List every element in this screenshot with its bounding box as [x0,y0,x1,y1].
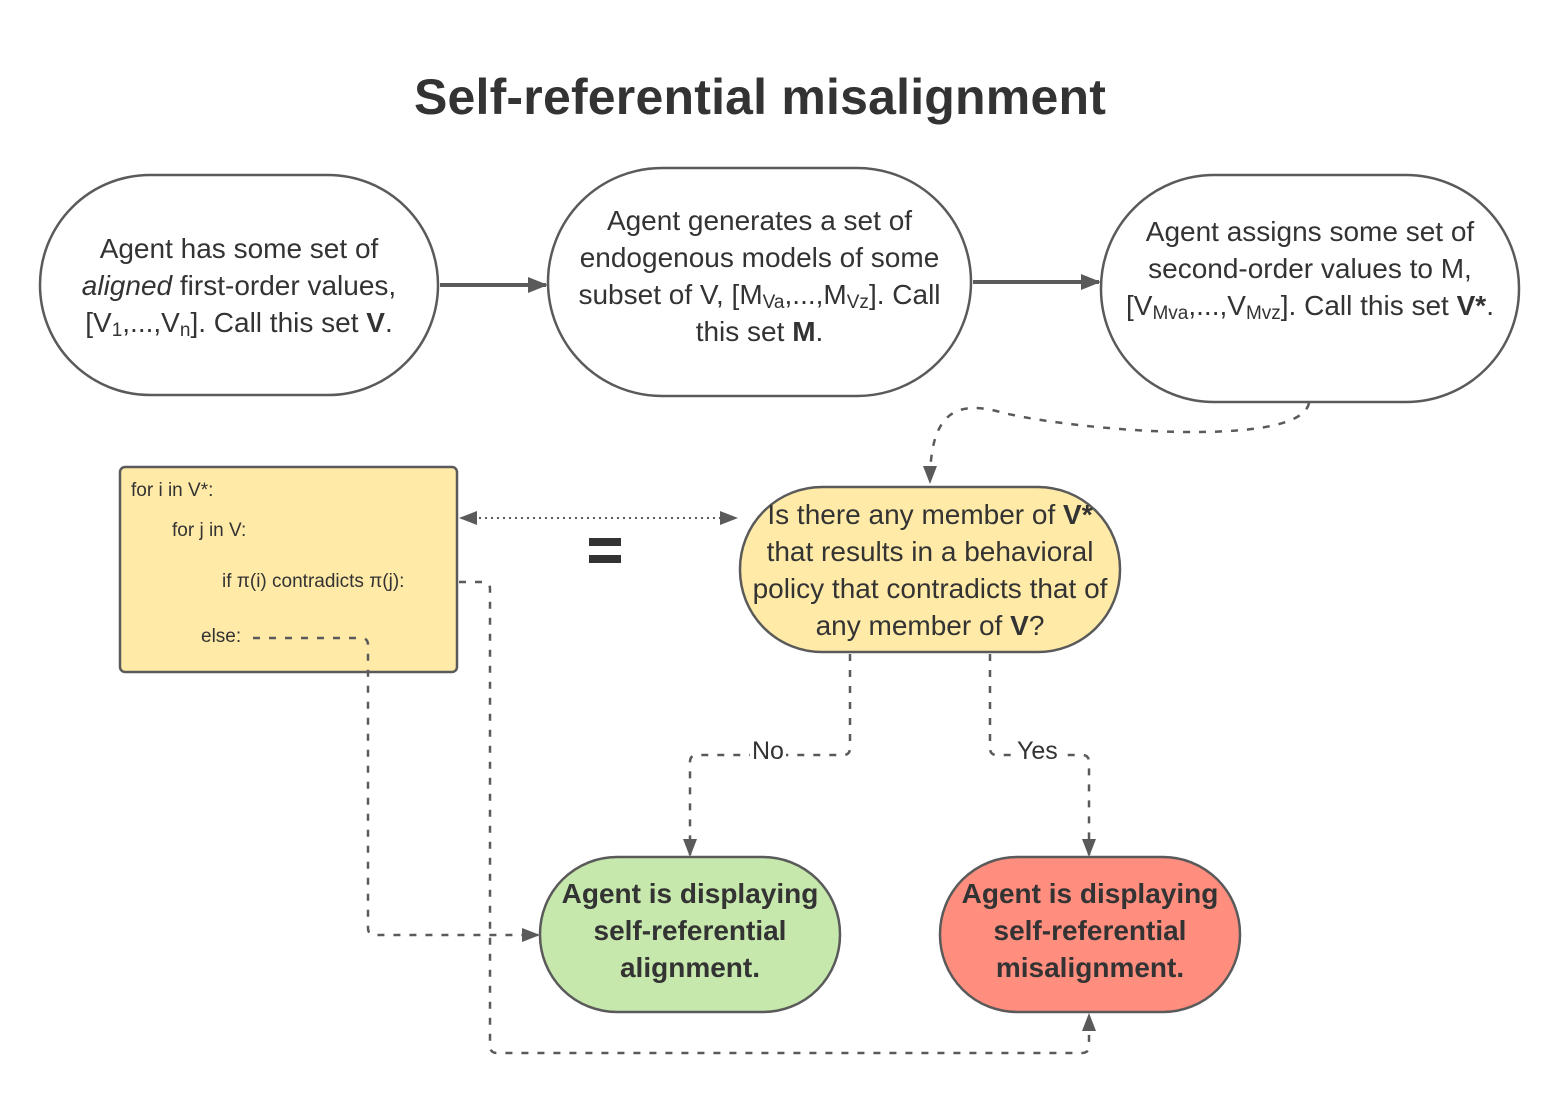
node-question-line2: that results in a behavioral [766,535,1094,567]
punct: . [1486,290,1494,321]
node-second-order-line3-post: ]. Call this set [1280,290,1457,321]
node-question-line4: any member of [815,609,1011,641]
node-misaligned-line1: Agent is displaying [961,878,1219,909]
node-outcome-misaligned: Agent is displaying self-referential mis… [940,857,1240,1012]
node-first-order-line2: first-order values, [172,269,397,301]
node-aligned-shape [538,855,842,1014]
set-name-v: V [1010,609,1029,641]
node-first-order-line3-post: ]. Call this set [190,306,367,338]
node-models-line3-post: ]. Call [868,279,941,310]
set-name-v-star: V* [1063,498,1093,530]
edge-label-yes: Yes [1015,737,1060,766]
node-first-order-shape [38,173,440,397]
node-misaligned-line3: misalignment. [995,952,1185,983]
set-name-v-star: V* [1456,290,1487,321]
node-first-order-line1: Agent has some set of [99,232,379,264]
node-aligned-line3: alignment. [619,952,760,983]
connector-second-to-question [923,402,1311,484]
equivalence-symbol [589,538,623,566]
code-line-outer-loop: for i in V*: [131,480,214,501]
subscript: 1 [111,319,123,341]
node-decision-question: Is there any member of V* that results i… [740,487,1120,652]
punct: ? [1028,609,1045,641]
code-block-shape [118,465,459,674]
code-line-inner-loop: for j in V: [172,520,247,541]
node-models-line1: Agent generates a set of [606,205,913,236]
node-first-order-values: Agent has some set of aligned first-orde… [40,175,438,395]
connector-if-to-misaligned [459,580,1096,1055]
subscript: Mvz [1245,303,1281,324]
diagram-title: Self-referential misalignment [413,69,1107,125]
node-endogenous-models: Agent generates a set of endogenous mode… [548,168,971,396]
node-aligned-line2: self-referential [593,915,787,946]
set-name-v: V [366,306,385,338]
node-models-line3-pre: subset of V, [M [578,279,763,310]
connector-else-to-aligned [253,636,540,942]
subscript: Va [762,292,785,313]
subscript: n [179,319,191,341]
node-misaligned-line2: self-referential [993,915,1187,946]
node-second-order-line3-mid: ,...,V [1188,290,1246,321]
code-line-if: if π(i) contradicts π(j): [222,571,405,592]
punct: . [384,306,393,338]
subscript: Vz [846,292,869,313]
node-question-shape [738,485,1122,654]
node-misaligned-shape [938,855,1242,1014]
node-second-order-line2: second-order values to M, [1148,253,1472,284]
node-second-order-line3-pre: [V [1126,290,1153,321]
node-question-line3: policy that contradicts that of [752,572,1108,604]
node-first-order-italic: aligned [81,269,173,301]
node-question-line1: Is there any member of [767,498,1064,530]
node-second-order-values: Agent assigns some set of second-order v… [1101,175,1519,402]
code-line-else: else: [201,626,242,647]
subscript: Mva [1152,303,1189,324]
node-second-order-shape [1099,173,1521,404]
node-models-shape [546,166,973,398]
node-aligned-line1: Agent is displaying [561,878,819,909]
punct: . [815,316,824,347]
node-outcome-aligned: Agent is displaying self-referential ali… [540,857,840,1012]
node-models-line2: endogenous models of some [579,242,940,273]
edge-label-no: No [750,737,786,766]
node-first-order-line3-mid: ,...,V [122,306,180,338]
node-first-order-line3-pre: [V [85,306,112,338]
node-second-order-line1: Agent assigns some set of [1145,216,1475,247]
set-name-m: M [792,316,816,347]
node-models-line3-mid: ,...,M [784,279,847,310]
node-models-line4-pre: this set [695,316,793,347]
